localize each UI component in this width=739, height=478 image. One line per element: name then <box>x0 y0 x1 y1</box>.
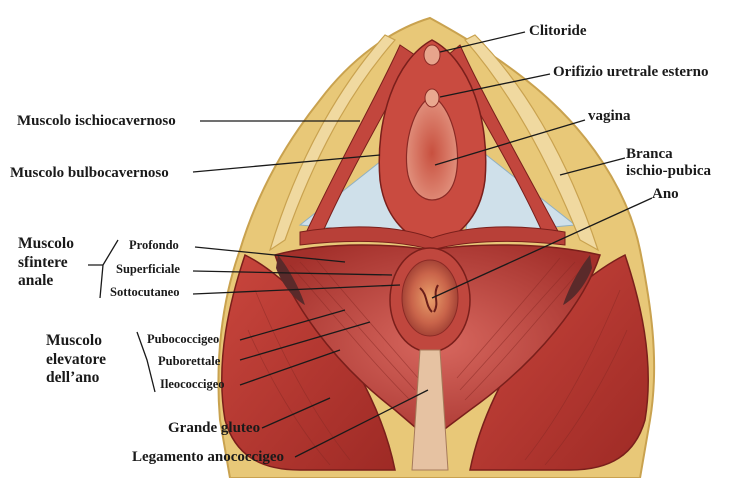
muscle-fibres <box>247 257 628 466</box>
anus <box>419 284 439 313</box>
label-legamento: Legamento anococcigeo <box>132 449 285 465</box>
ramus-left <box>268 34 396 252</box>
label-sfintere-line1: Muscolo <box>18 235 74 252</box>
leader-branca <box>559 157 626 176</box>
label-ileococcigeo: Ileococcigeo <box>160 377 225 391</box>
ischioanal-left <box>276 255 305 305</box>
leader-vagina <box>434 119 586 166</box>
transverse-perineal <box>299 226 566 251</box>
label-sfintere-line3: anale <box>18 272 54 290</box>
label-sfintere-group: Muscolo sfintere anale <box>18 235 74 291</box>
label-ano: Ano <box>652 186 679 202</box>
vaginal-opening <box>405 94 459 201</box>
label-elevatore-line1: Muscolo <box>46 332 102 349</box>
leader-clitoride <box>439 31 526 53</box>
label-profondo: Profondo <box>129 238 179 252</box>
leader-profondo <box>194 246 346 263</box>
ramus-right <box>464 34 600 252</box>
leader-bulbocavernoso <box>192 154 381 173</box>
leader-legamento <box>294 389 429 458</box>
leader-ano <box>431 197 653 299</box>
label-elevatore-group: Muscolo elevatore dell’ano <box>46 332 106 388</box>
label-superficiale: Superficiale <box>116 262 180 276</box>
leader-superficiale <box>192 270 393 276</box>
label-sottocutaneo: Sottocutaneo <box>110 285 180 299</box>
label-elevatore-line2: elevatore <box>46 350 106 368</box>
leader-pubococcigeo <box>239 309 346 341</box>
label-branca: Branca ischio-pubica <box>626 146 711 181</box>
brace-elevatore <box>136 331 156 393</box>
label-vagina: vagina <box>588 108 631 124</box>
brace-sfintere <box>88 239 119 299</box>
label-orifizio: Orifizio uretrale esterno <box>553 64 709 80</box>
label-puborettale: Puborettale <box>158 354 221 368</box>
leader-lines <box>88 31 653 458</box>
label-pubococcigeo: Pubococcigeo <box>147 332 220 346</box>
leader-grande-gluteo <box>261 397 331 429</box>
label-bulbocavernoso: Muscolo bulbocavernoso <box>10 165 169 181</box>
ischioanal-right <box>563 255 592 305</box>
leader-ileococcigeo <box>239 349 341 386</box>
clitoris <box>423 44 441 66</box>
anal-sphincter-inner <box>401 259 459 337</box>
label-elevatore-line3: dell’ano <box>46 369 100 387</box>
label-ischiocavernoso: Muscolo ischiocavernoso <box>17 113 176 129</box>
label-clitoride: Clitoride <box>529 23 587 39</box>
anococcygeal-ligament <box>411 349 449 471</box>
leader-puborettale <box>239 321 371 361</box>
label-sfintere-line2: sfintere <box>18 253 68 271</box>
leader-orifizio <box>439 73 551 98</box>
urethral-orifice <box>424 88 440 108</box>
label-branca-line2: ischio-pubica <box>626 163 712 180</box>
label-grande-gluteo: Grande gluteo <box>168 420 261 436</box>
label-branca-line1: Branca <box>626 146 673 162</box>
leader-sottocutaneo <box>192 284 401 295</box>
